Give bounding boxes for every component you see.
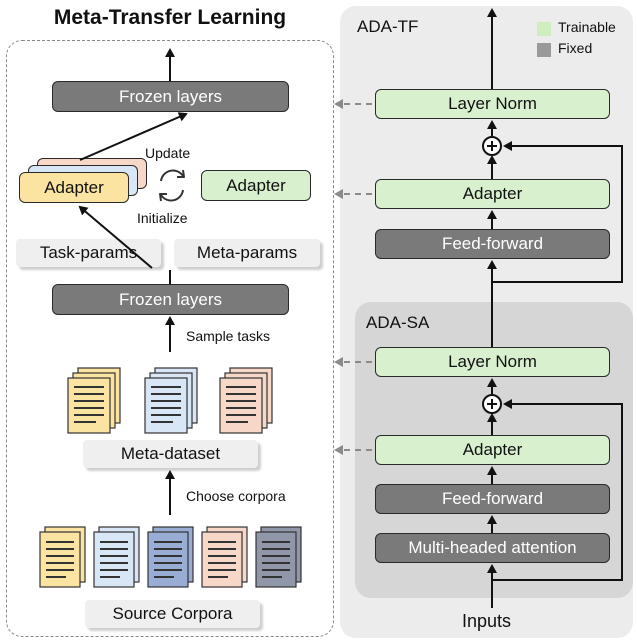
frozen-layers-mid: Frozen layers bbox=[52, 284, 289, 315]
arrow-adapter-to-frozen bbox=[79, 112, 188, 161]
legend-trainable: Trainable bbox=[558, 19, 616, 35]
inputs-label: Inputs bbox=[462, 611, 512, 631]
source-corpora-docs bbox=[39, 526, 302, 588]
sa-layer-norm: Layer Norm bbox=[375, 347, 610, 377]
task-params-label: Task-params bbox=[16, 239, 161, 267]
frozen-layers-top: Frozen layers bbox=[52, 81, 289, 112]
corpus-doc-slate bbox=[255, 526, 302, 588]
legend-fixed: Fixed bbox=[558, 40, 593, 56]
adapter-meta: Adapter bbox=[201, 170, 311, 201]
sample-tasks-label: Sample tasks bbox=[186, 328, 271, 344]
sa-adapter: Adapter bbox=[375, 435, 610, 465]
corpus-doc-yellow bbox=[39, 526, 86, 588]
update-label: Update bbox=[145, 145, 191, 161]
residual-sa bbox=[492, 399, 623, 581]
residual-tf bbox=[492, 141, 623, 283]
meta-dataset-label: Meta-dataset bbox=[83, 440, 258, 468]
fixed-swatch bbox=[537, 43, 551, 57]
diagram-title: Meta-Transfer Learning bbox=[53, 6, 287, 29]
doc-yellow-stack bbox=[67, 367, 121, 434]
meta-dataset-docs bbox=[67, 367, 273, 434]
corpus-doc-darkblue bbox=[147, 526, 194, 588]
corpus-doc-pink bbox=[201, 526, 248, 588]
choose-corpora-label: Choose corpora bbox=[186, 488, 286, 504]
ada-tf-title: ADA-TF bbox=[357, 17, 419, 36]
tf-plus-icon bbox=[482, 136, 502, 156]
tf-layer-norm: Layer Norm bbox=[375, 89, 610, 119]
initialize-label: Initialize bbox=[137, 210, 188, 226]
meta-transfer-panel bbox=[6, 40, 334, 637]
tf-feed-forward: Feed-forward bbox=[375, 229, 610, 259]
source-corpora-label: Source Corpora bbox=[85, 600, 260, 628]
meta-params-label: Meta-params bbox=[174, 239, 320, 267]
doc-pink-stack bbox=[219, 367, 273, 434]
adapter-task: Adapter bbox=[19, 172, 129, 203]
doc-blue-stack bbox=[144, 367, 198, 434]
trainable-swatch bbox=[537, 22, 551, 36]
tf-adapter: Adapter bbox=[375, 179, 610, 209]
arrow-params-to-adapter bbox=[78, 205, 153, 269]
sa-plus-icon bbox=[482, 394, 502, 414]
sa-attention: Multi-headed attention bbox=[375, 533, 610, 563]
cycle-icon bbox=[159, 169, 185, 202]
ada-sa-title: ADA-SA bbox=[366, 313, 430, 332]
sa-feed-forward: Feed-forward bbox=[375, 484, 610, 514]
corpus-doc-blue bbox=[93, 526, 140, 588]
